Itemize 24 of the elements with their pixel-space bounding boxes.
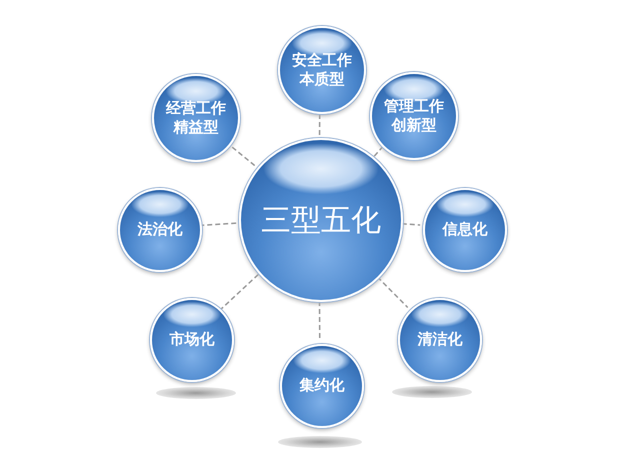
topic-circle <box>152 74 240 162</box>
circle-label: 市场化 <box>170 330 214 350</box>
connector-line <box>318 113 320 135</box>
connector-line <box>402 223 420 226</box>
connector-line <box>318 301 320 341</box>
topic-circle <box>118 188 202 272</box>
circle-label: 安全工作本质型 <box>291 50 353 90</box>
connector-line <box>220 274 259 310</box>
circle-label: 管理工作创新型 <box>383 96 445 136</box>
circle-label: 清洁化 <box>418 330 462 350</box>
topic-circle <box>398 298 482 382</box>
connector-line <box>374 147 383 157</box>
topic-circle <box>278 26 366 114</box>
topic-circle <box>150 298 234 382</box>
circle-label: 法治化 <box>138 220 182 240</box>
topic-circle <box>423 188 507 272</box>
topic-circle <box>280 344 364 428</box>
connector-line <box>200 222 236 226</box>
circle-label: 信息化 <box>442 220 488 240</box>
connector-line <box>376 276 408 308</box>
circle-label: 集约化 <box>300 376 344 396</box>
circle-label: 三型五化 <box>261 202 381 240</box>
topic-circle <box>370 72 458 160</box>
circle-label: 经营工作精益型 <box>164 98 227 138</box>
